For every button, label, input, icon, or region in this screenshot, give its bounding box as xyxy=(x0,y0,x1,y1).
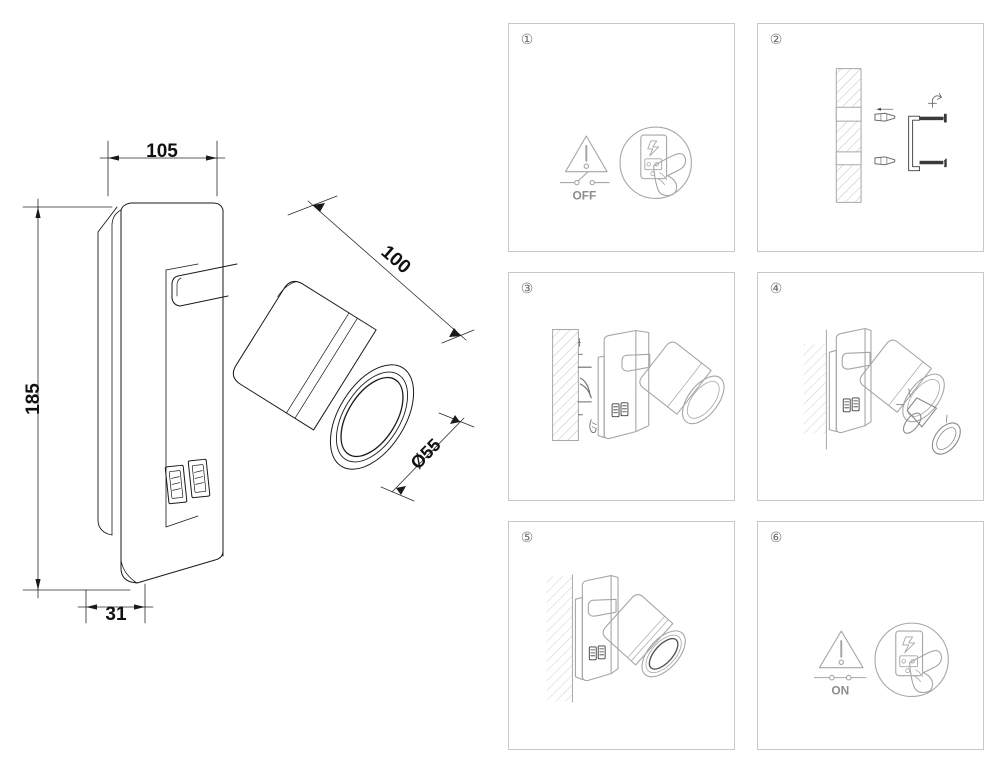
switch-open-icon xyxy=(559,171,610,186)
step-number-4: ④ xyxy=(769,280,783,296)
gu10-bulb-icon xyxy=(896,388,938,434)
dimension-label-185: 185 xyxy=(23,383,44,415)
wiring-icon xyxy=(577,337,597,434)
dimension-185 xyxy=(22,198,131,599)
step-number-3: ③ xyxy=(520,280,534,296)
usb-ports xyxy=(164,458,211,505)
product-dimensioned-drawing: 105 185 xyxy=(22,140,475,625)
step-number-5: ⑤ xyxy=(520,529,534,545)
screwdriver-icon xyxy=(928,92,942,108)
switch-closed-icon xyxy=(813,674,867,681)
spot-head xyxy=(232,280,415,470)
rotating-arm xyxy=(171,263,238,307)
backplate-rear-face xyxy=(97,206,118,536)
mounting-bracket-icon xyxy=(908,115,921,172)
step-2-artwork xyxy=(758,24,983,251)
hand-breaker-off-icon xyxy=(619,126,692,200)
lamp-body-icon xyxy=(597,329,725,440)
step-panel-5: ⑤ xyxy=(508,521,735,750)
step-6-caption: ON xyxy=(831,683,849,697)
step-panel-6: ⑥ xyxy=(757,521,984,750)
backplate-body xyxy=(111,202,224,584)
usb-ports-icon xyxy=(842,397,860,413)
warning-triangle-icon xyxy=(818,630,864,669)
hatched-wall-icon xyxy=(552,329,579,442)
hatched-wall-icon xyxy=(835,68,862,203)
step-4-artwork xyxy=(758,273,983,500)
dimension-105 xyxy=(99,140,226,197)
step-6-artwork: ON xyxy=(758,522,983,749)
step-panel-4: ④ xyxy=(757,272,984,501)
dimension-31 xyxy=(77,583,154,624)
dimension-label-105: 105 xyxy=(146,141,178,162)
usb-ports-icon xyxy=(588,645,606,661)
backplate-seam xyxy=(165,263,199,528)
lamp-body-icon xyxy=(828,327,945,434)
usb-port-1 xyxy=(164,464,188,505)
step-number-2: ② xyxy=(769,31,783,47)
hand-breaker-on-icon xyxy=(874,622,949,698)
dimension-diameter-55 xyxy=(380,412,475,502)
step-3-artwork xyxy=(509,273,734,500)
step-panel-3: ③ xyxy=(508,272,735,501)
wall-plug-icon xyxy=(874,107,896,166)
hatched-wall-icon xyxy=(546,574,573,703)
usb-port-2 xyxy=(187,458,211,499)
hatched-wall-icon xyxy=(803,329,827,450)
screw-icon xyxy=(919,113,947,168)
step-number-6: ⑥ xyxy=(769,529,783,545)
dimension-label-31: 31 xyxy=(105,604,127,625)
warning-triangle-icon xyxy=(564,135,608,173)
step-1-artwork: OFF xyxy=(509,24,734,251)
step-5-artwork xyxy=(509,522,734,749)
step-panel-2: ② xyxy=(757,23,984,252)
step-panel-1: ① xyxy=(508,23,735,252)
dimension-100 xyxy=(287,195,475,344)
step-1-caption: OFF xyxy=(572,188,596,202)
installation-steps-grid: ① xyxy=(508,23,984,750)
lens-ring-icon xyxy=(931,414,961,455)
usb-ports-icon xyxy=(611,402,629,418)
assembled-lamp-icon xyxy=(574,574,686,682)
step-number-1: ① xyxy=(520,31,534,47)
dimension-label-100: 100 xyxy=(377,242,415,279)
dimension-label-diameter-55: Ø55 xyxy=(407,435,445,473)
